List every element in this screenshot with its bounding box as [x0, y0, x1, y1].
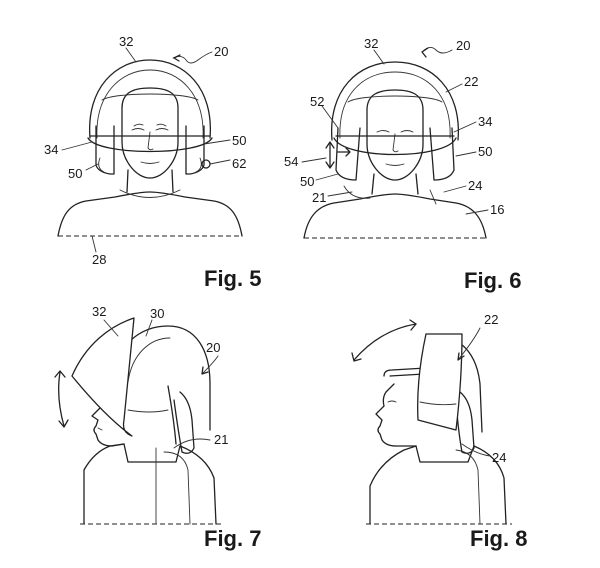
fig6-ref-24: 24	[468, 178, 482, 193]
fig5-ref-28: 28	[92, 252, 106, 267]
fig7-ref-32: 32	[92, 304, 106, 319]
fig5-ref-50b: 50	[68, 166, 82, 181]
fig5-ref-32: 32	[119, 34, 133, 49]
fig5-leader-lines	[61, 47, 231, 253]
fig6-ref-50b: 50	[300, 174, 314, 189]
fig5-ref-50a: 50	[232, 133, 246, 148]
fig6-ref-54: 54	[284, 154, 298, 169]
fig6-ref-32: 32	[364, 36, 378, 51]
fig6-ref-21: 21	[312, 190, 326, 205]
fig5-helmet-shell	[89, 59, 211, 139]
fig5-ear-device	[201, 159, 211, 169]
fig6-ref-16: 16	[490, 202, 504, 217]
fig5-caption: Fig. 5	[204, 266, 261, 291]
fig6-ref-50a: 50	[478, 144, 492, 159]
fig6-ref-20: 20	[456, 38, 470, 53]
fig6-face	[366, 89, 424, 181]
fig5-ref-62: 62	[232, 156, 246, 171]
fig6-helmet-shell	[331, 61, 459, 141]
fig8-reference-numerals: 22 24	[484, 312, 506, 465]
fig6-ref-52: 52	[310, 94, 324, 109]
fig5-ref-34: 34	[44, 142, 58, 157]
fig8-caption: Fig. 8	[470, 526, 527, 551]
fig6-shoulders	[303, 193, 487, 239]
fig5-face	[121, 87, 179, 179]
fig7-ref-21: 21	[214, 432, 228, 447]
fig7-leader-lines	[103, 319, 219, 449]
fig6-adjust-arrow	[325, 141, 351, 169]
figure-5: 32 20 34 50 50 62 28 Fig. 5	[44, 34, 261, 291]
fig8-ref-24: 24	[492, 450, 506, 465]
fig7-caption: Fig. 7	[204, 526, 261, 551]
fig7-ref-30: 30	[150, 306, 164, 321]
fig6-ref-22: 22	[464, 74, 478, 89]
figure-6: 32 20 22 52 34 54 50 50 24 21 16 Fig. 6	[284, 36, 521, 293]
fig6-caption: Fig. 6	[464, 268, 521, 293]
fig6-reference-numerals: 32 20 22 52 34 54 50 50 24 21 16	[284, 36, 504, 217]
fig8-leader-lines	[457, 327, 491, 457]
fig5-neck	[126, 169, 174, 193]
fig6-neck	[371, 173, 419, 195]
fig7-body	[80, 443, 222, 525]
fig7-reference-numerals: 32 30 20 21	[92, 304, 228, 447]
fig6-visor	[333, 95, 457, 156]
fig8-head	[375, 383, 417, 447]
fig8-body	[366, 445, 512, 525]
fig7-visor-raised	[71, 317, 169, 437]
fig8-ref-22: 22	[484, 312, 498, 327]
figure-8: 22 24 Fig. 8	[351, 312, 527, 551]
fig8-rotation-arrow	[351, 319, 417, 362]
fig5-visor	[87, 93, 213, 153]
fig5-shoulders	[57, 189, 243, 237]
fig7-ref-20: 20	[206, 340, 220, 355]
fig7-rotation-arrow	[54, 370, 69, 428]
fig6-leader-lines	[301, 47, 489, 215]
fig5-reference-numerals: 32 20 34 50 50 62 28	[44, 34, 246, 267]
fig5-ref-20: 20	[214, 44, 228, 59]
figure-7: 32 30 20 21 Fig. 7	[54, 304, 261, 551]
fig6-side-panels	[335, 127, 455, 205]
fig8-visor-down	[417, 333, 463, 431]
fig6-ref-34: 34	[478, 114, 492, 129]
